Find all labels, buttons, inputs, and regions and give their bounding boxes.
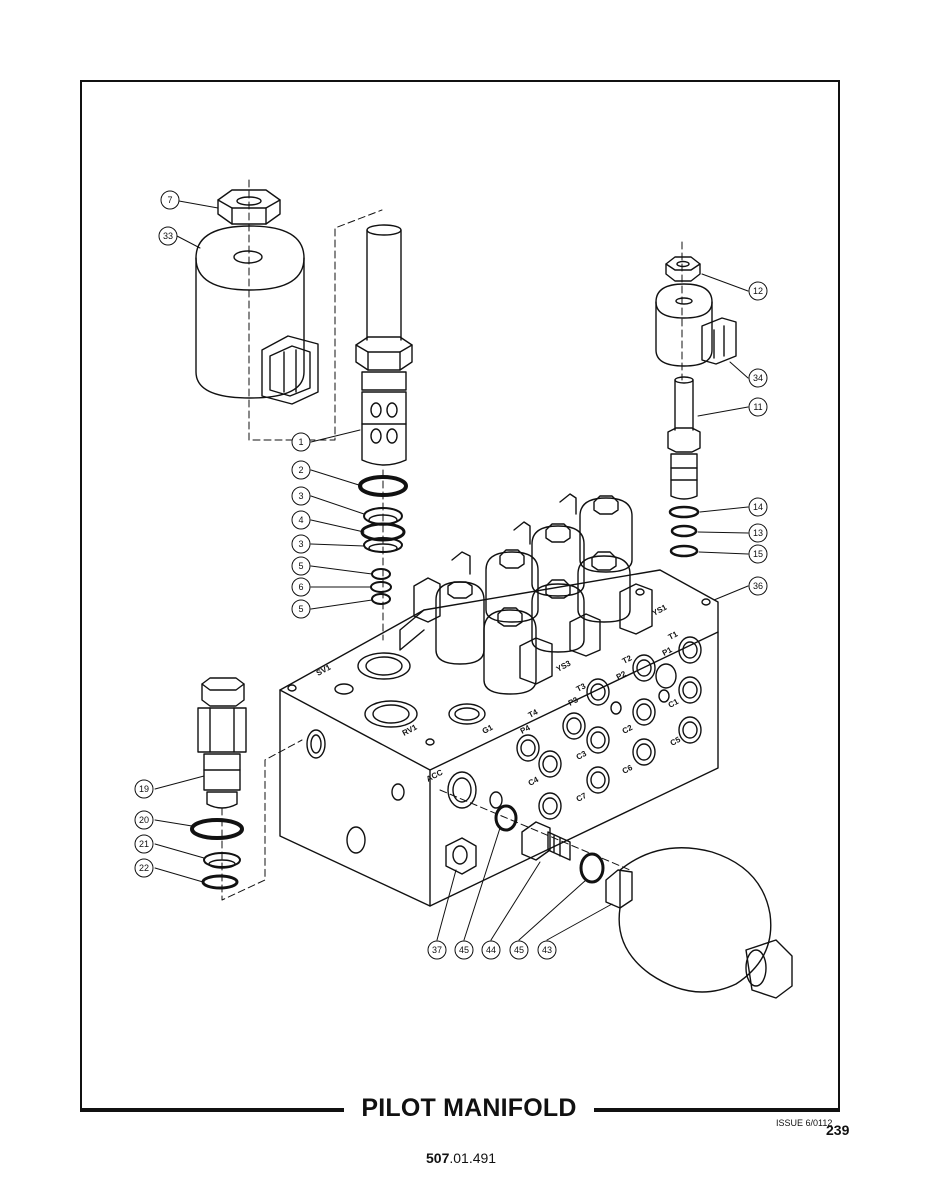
port-label-c4: C4 <box>527 775 541 788</box>
port-label-c6: C6 <box>621 763 635 776</box>
callout-numbers: 7 33 1 2 3 4 3 5 6 5 12 34 11 14 13 15 3… <box>139 195 763 955</box>
callout-2: 2 <box>298 465 303 475</box>
callout-33: 33 <box>163 231 173 241</box>
page-title: PILOT MANIFOLD <box>344 1094 594 1123</box>
callout-5b: 5 <box>298 604 303 614</box>
port-label-p4: P4 <box>519 723 532 736</box>
title-rule-right <box>594 1110 840 1112</box>
callout-6: 6 <box>298 582 303 592</box>
port-label-c2: C2 <box>621 723 635 736</box>
leader-lines <box>154 200 749 941</box>
callout-34: 34 <box>753 373 763 383</box>
port-label-t3: T3 <box>575 681 588 694</box>
assembly-dash-lines <box>221 179 683 901</box>
callout-12: 12 <box>753 286 763 296</box>
issue-label: ISSUE 6/0112 <box>776 1118 833 1128</box>
document-number-bold: 507 <box>426 1150 450 1166</box>
callout-21: 21 <box>139 839 149 849</box>
callout-4: 4 <box>298 515 303 525</box>
title-rule-left <box>80 1110 344 1112</box>
callout-15: 15 <box>753 549 763 559</box>
port-label-p2: P2 <box>615 669 628 682</box>
port-label-t2: T2 <box>621 653 634 666</box>
callout-7: 7 <box>167 195 172 205</box>
port-label-ys1: YS1 <box>651 602 669 617</box>
callout-44: 44 <box>486 945 496 955</box>
page-number: 239 <box>826 1122 850 1138</box>
callout-14: 14 <box>753 502 763 512</box>
callout-36: 36 <box>753 581 763 591</box>
callout-1: 1 <box>298 437 303 447</box>
port-labels: SV1 RV1 G1 ACC YS3 YS1 T1 T2 T3 T4 P1 P2… <box>315 602 683 803</box>
port-label-rv1: RV1 <box>401 722 419 737</box>
port-label-p3: P3 <box>567 695 580 708</box>
callout-43: 43 <box>542 945 552 955</box>
callout-37: 37 <box>432 945 442 955</box>
callout-19: 19 <box>139 784 149 794</box>
callout-20: 20 <box>139 815 149 825</box>
callout-45b: 45 <box>514 945 524 955</box>
callout-circles <box>134 190 768 960</box>
port-label-p1: P1 <box>661 645 674 658</box>
document-number-rest: .01.491 <box>449 1150 497 1166</box>
document-number: 507.01.491 <box>426 1150 496 1166</box>
port-label-c3: C3 <box>575 749 589 762</box>
left-solenoid-coil <box>195 189 319 405</box>
right-solenoid <box>655 256 737 558</box>
callout-22: 22 <box>139 863 149 873</box>
callout-5a: 5 <box>298 561 303 571</box>
port-label-ys3: YS3 <box>555 658 573 673</box>
callout-3a: 3 <box>298 491 303 501</box>
cartridge-valve <box>355 224 413 466</box>
manifold-coils <box>413 493 653 695</box>
port-label-t1: T1 <box>667 629 680 642</box>
manifold-block <box>279 569 719 907</box>
port-label-sv1: SV1 <box>315 662 333 677</box>
callout-3b: 3 <box>298 539 303 549</box>
port-label-t4: T4 <box>527 707 540 720</box>
accumulator <box>605 847 793 999</box>
callout-45a: 45 <box>459 945 469 955</box>
fittings <box>445 804 605 884</box>
port-label-c5: C5 <box>669 735 683 748</box>
port-label-c1: C1 <box>667 697 681 710</box>
port-label-g1: G1 <box>481 723 495 736</box>
port-label-acc: ACC <box>425 768 445 784</box>
callout-11: 11 <box>753 402 762 412</box>
callout-13: 13 <box>753 528 763 538</box>
port-label-c7: C7 <box>575 791 589 804</box>
